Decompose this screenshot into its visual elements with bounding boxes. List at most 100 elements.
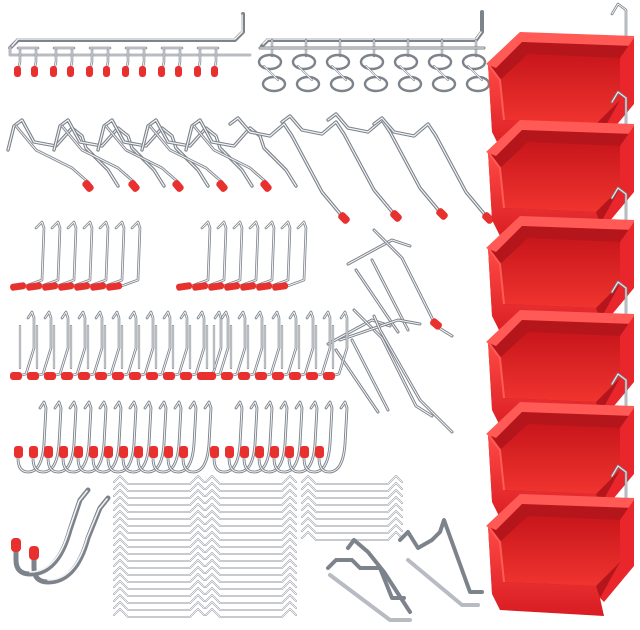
l-hook [90,220,126,291]
peg-lock [113,545,205,555]
peg-lock [113,538,205,548]
red-tip [436,208,448,220]
ring-hook [257,38,287,93]
j-hook [225,400,259,474]
l-hook [58,220,94,291]
long-hook [280,114,402,222]
long-hook [228,116,350,224]
ring-hook [291,38,321,93]
u-hook [238,310,264,380]
peg-lock [113,566,205,576]
peg-lock [113,587,205,597]
peg-lock [205,489,297,499]
u-hook [306,310,332,380]
peg-lock [301,489,403,499]
j-hook [300,400,334,474]
rail-double-hook [14,46,40,77]
peg-lock [113,573,205,583]
peg-lock [301,482,403,492]
j-hook [149,400,183,474]
j-hook [285,400,319,474]
peg-lock [205,573,297,583]
peg-lock [113,517,205,527]
peg-lock [113,482,205,492]
red-tip [390,210,402,222]
l-hook [74,220,110,291]
double-rail-hook-strip [8,12,252,77]
j-hook [119,400,153,474]
peg-lock [301,510,403,520]
u-hook [221,310,247,380]
rail-double-hook [158,46,184,77]
rail-double-hook [194,46,220,77]
u-hook [197,310,223,380]
rail-double-hook [50,46,76,77]
j-hook [44,400,78,474]
peg-lock [205,510,297,520]
j-hook [255,400,289,474]
l-hook [240,220,276,291]
peg-lock [205,587,297,597]
peg-lock [205,482,297,492]
peg-lock [205,545,297,555]
rail-double-hook [86,46,112,77]
j-hook [104,400,138,474]
red-tip [338,212,350,224]
u-hook [289,310,315,380]
long-single-prong-hooks [6,112,494,224]
peg-lock [113,475,205,485]
j-hook [240,400,274,474]
red-tip [216,180,228,192]
j-hook [29,400,63,474]
peg-lock [113,531,205,541]
u-hook [323,310,349,380]
peg-lock [113,510,205,520]
red-tip [172,180,184,192]
u-hook [272,310,298,380]
ring-hook [461,38,491,93]
u-hook [44,310,70,380]
l-hook [192,220,228,291]
j-hook [315,400,349,474]
ring-hook [359,38,389,93]
pegboard-bins [486,2,634,616]
l-hook [176,220,212,291]
l-hooks [10,220,349,380]
ring-hook-strip [257,10,491,93]
peg-lock [113,559,205,569]
u-hook [180,310,206,380]
red-tip [482,212,494,224]
double-prong-long [372,314,454,434]
peg-locks [113,475,403,618]
peg-lock [205,552,297,562]
j-hook [74,400,108,474]
j-hook [89,400,123,474]
j-hook [164,400,198,474]
u-hook [95,310,121,380]
u-hook [204,310,230,380]
peg-lock [205,524,297,534]
u-hook [129,310,155,380]
u-hook [112,310,138,380]
j-hook [270,400,304,474]
l-hook [272,220,308,291]
double-prong-top [338,318,422,342]
peg-lock [205,608,297,618]
u-hook [27,310,53,380]
u-hook [61,310,87,380]
red-bin [486,464,634,616]
peg-lock [113,524,205,534]
long-hook [326,112,448,220]
peg-lock [205,559,297,569]
peg-lock [113,608,205,618]
j-hook [179,400,213,474]
red-tip [82,180,94,192]
peg-lock [301,475,403,485]
peg-lock [205,503,297,513]
peg-lock [205,517,297,527]
peg-lock [205,566,297,576]
j-hooks [14,400,349,474]
l-hook [106,220,142,291]
peg-lock [113,601,205,611]
